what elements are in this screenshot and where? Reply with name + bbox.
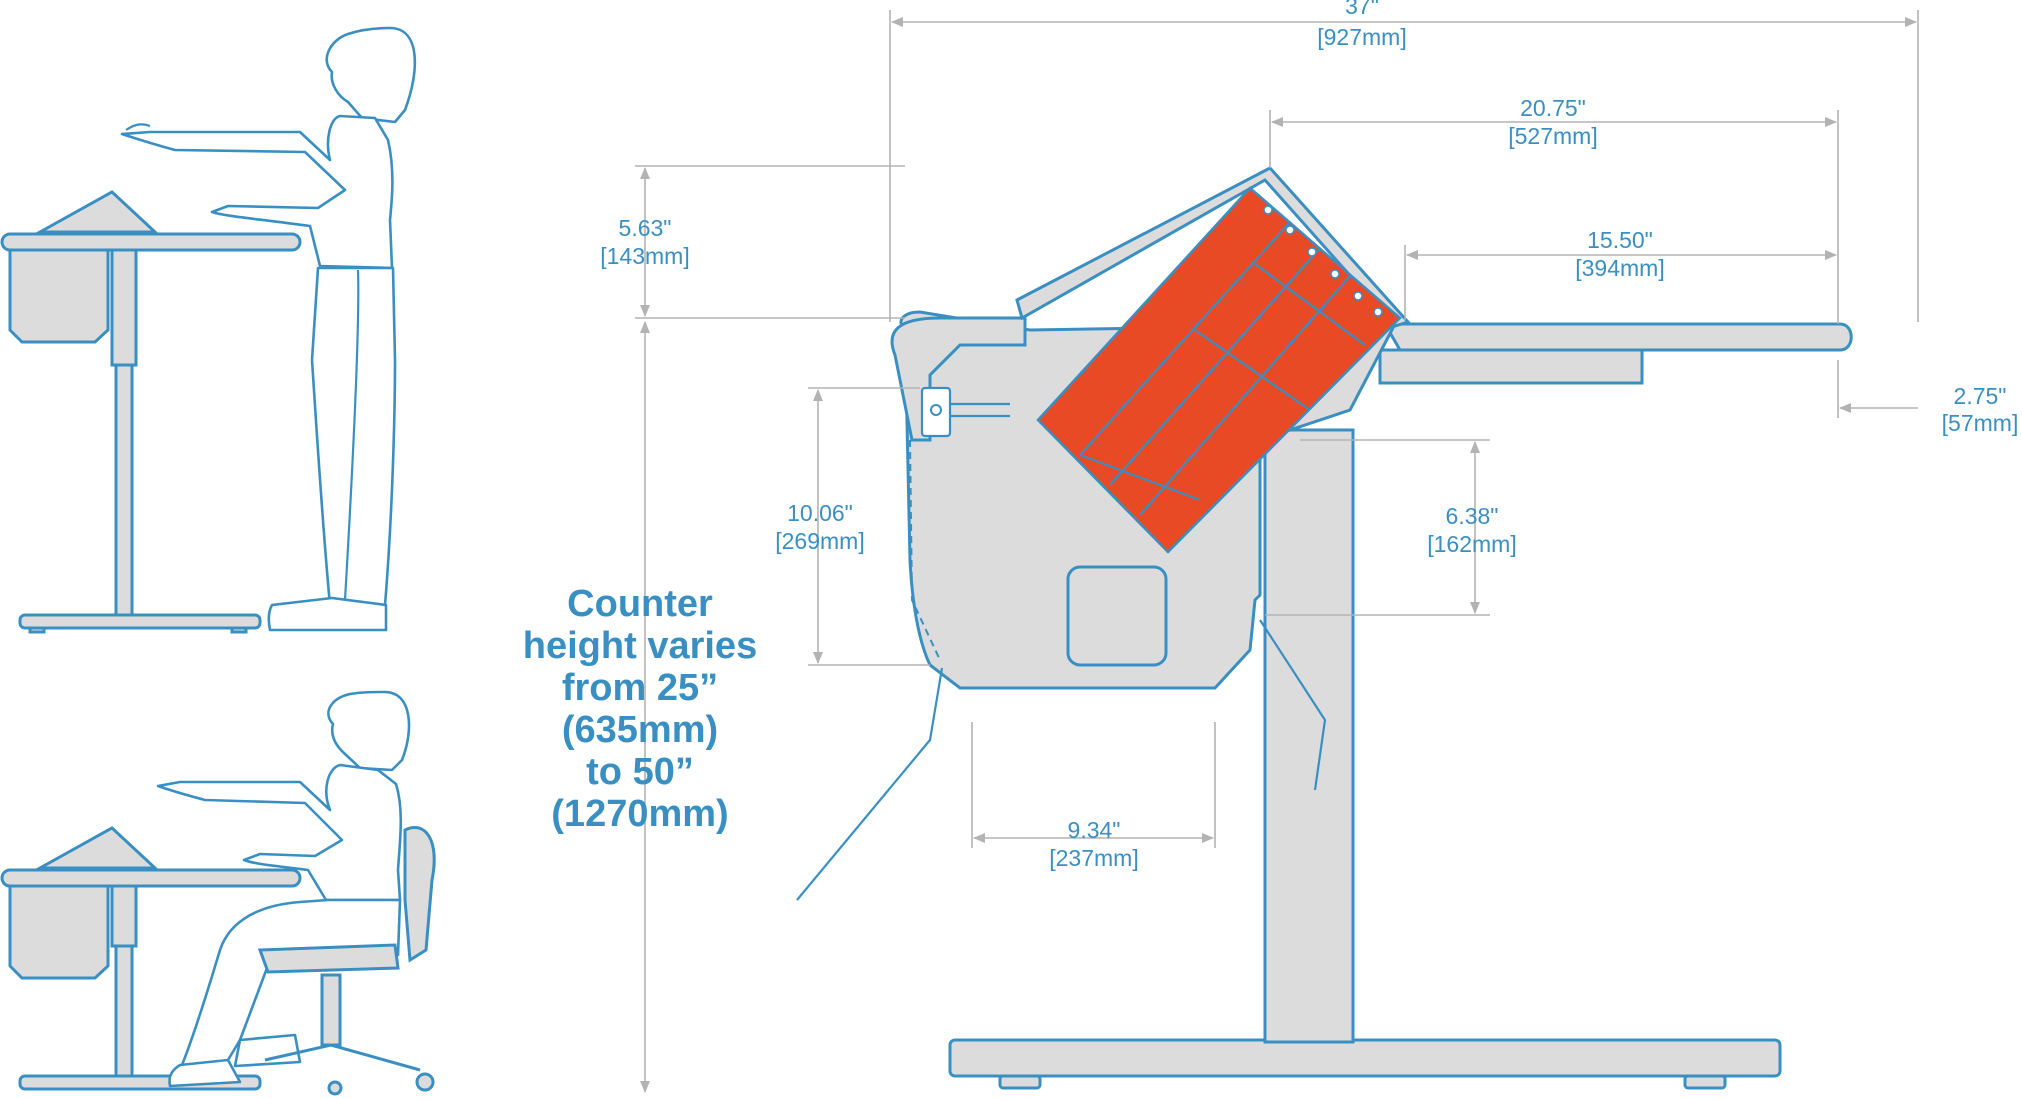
column-height-imperial: 6.38" — [1446, 503, 1499, 529]
base-depth-imperial: 9.34" — [1068, 817, 1121, 843]
upper-width-metric: [527mm] — [1508, 123, 1597, 149]
dimension-lines — [635, 10, 1919, 1093]
column-height-metric: [162mm] — [1427, 531, 1516, 557]
callout-line-5: to 50” — [586, 751, 694, 793]
dimension-labels: 37" [927mm] 20.75" [527mm] 15.50" [394mm… — [600, 0, 2018, 871]
callout-line-6: (1270mm) — [551, 793, 728, 835]
lower-height-imperial: 10.06" — [787, 500, 853, 526]
tray-width-imperial: 15.50" — [1587, 227, 1653, 253]
paper-cassette — [1036, 186, 1402, 554]
front-depth-metric: [57mm] — [1942, 410, 2019, 436]
callout-line-1: Counter — [567, 583, 713, 625]
lower-height-metric: [269mm] — [775, 528, 864, 554]
callout-line-4: (635mm) — [562, 709, 718, 751]
top-height-imperial: 5.63" — [619, 215, 672, 241]
callout-line-2: height varies — [523, 625, 757, 667]
standing-workstation — [0, 26, 417, 634]
overall-width-imperial: 37" — [1345, 0, 1379, 19]
side-elevation — [796, 166, 1853, 1090]
tray-width-metric: [394mm] — [1575, 255, 1664, 281]
upper-width-imperial: 20.75" — [1520, 95, 1586, 121]
seated-workstation — [0, 690, 436, 1096]
overall-width-metric: [927mm] — [1317, 24, 1406, 50]
front-depth-imperial: 2.75" — [1954, 383, 2007, 409]
top-height-metric: [143mm] — [600, 243, 689, 269]
callout-line-3: from 25” — [562, 667, 718, 709]
base-depth-metric: [237mm] — [1049, 845, 1138, 871]
counter-height-callout: Counter height varies from 25” (635mm) t… — [523, 583, 757, 835]
